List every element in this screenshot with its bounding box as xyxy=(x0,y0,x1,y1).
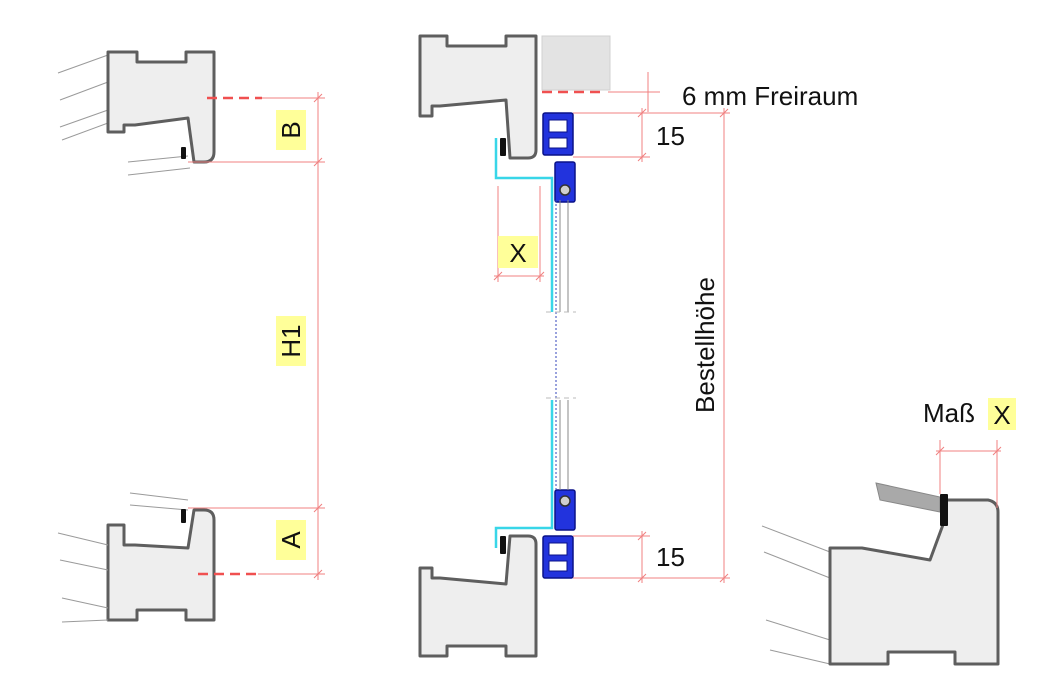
freiraum-label: 6 mm Freiraum xyxy=(682,81,858,111)
top-rail-profile xyxy=(542,112,576,203)
center-dimensions xyxy=(493,72,730,583)
label-a: A xyxy=(276,531,306,549)
order-height-label: Bestellhöhe xyxy=(690,277,720,413)
bottom-seal xyxy=(181,509,186,523)
detail-dimension xyxy=(935,440,1002,508)
detail-label-x: X xyxy=(993,400,1010,430)
rail-bottom-value: 15 xyxy=(656,542,685,572)
left-top-frame-section xyxy=(57,50,262,176)
detail-prefix: Maß xyxy=(923,398,975,428)
top-seal xyxy=(181,147,186,159)
bottom-rail-profile xyxy=(542,489,576,579)
label-x: X xyxy=(509,238,526,268)
detail-x-label: X xyxy=(988,398,1016,430)
left-bottom-frame-section xyxy=(57,492,258,623)
left-dimension-chain xyxy=(188,92,325,580)
screen-panel xyxy=(494,138,576,548)
detail-seal xyxy=(940,494,948,526)
rail-top-value: 15 xyxy=(656,121,685,151)
center-top-frame xyxy=(418,34,611,160)
freiraum-gap-block xyxy=(541,35,611,91)
detail-frame-section xyxy=(761,482,1000,666)
dimension-h1-label: H1 xyxy=(276,316,306,366)
label-b: B xyxy=(276,121,306,138)
label-h1: H1 xyxy=(276,324,306,357)
center-bottom-frame xyxy=(418,534,538,658)
dimension-a-label: A xyxy=(276,520,306,560)
dimension-x-label: X xyxy=(498,236,538,268)
dimension-b-label: B xyxy=(276,110,306,150)
detail-panel-edge xyxy=(875,482,941,513)
